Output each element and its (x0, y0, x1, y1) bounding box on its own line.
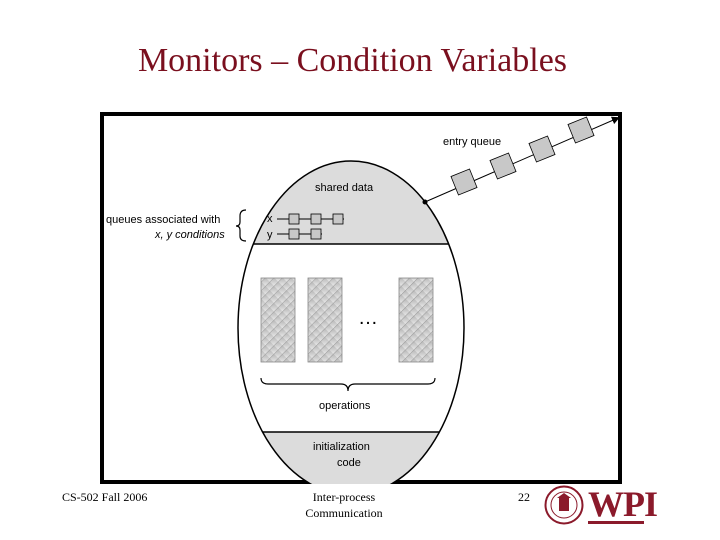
operations-ellipsis: … (358, 307, 378, 329)
footer-topic-line2: Communication (305, 506, 383, 520)
footer-topic-line1: Inter-process (312, 490, 376, 504)
wpi-logo-rule (588, 521, 644, 524)
queues-brace (235, 209, 247, 242)
queues-label-line1: queues associated with (106, 214, 220, 226)
operations-label: operations (319, 400, 371, 412)
monitor-diagram: … operations shared data initialization … (100, 112, 622, 484)
operations-brace (260, 377, 436, 392)
slide-title: Monitors – Condition Variables (137, 42, 568, 79)
entry-queue-label: entry queue (443, 136, 501, 148)
footer-topic: Inter-process Communication (284, 489, 404, 521)
entry-queue (422, 116, 620, 205)
wpi-logo-text: WPI (588, 484, 658, 524)
queues-label-line2: x, y conditions (154, 229, 225, 241)
operation-block-1 (260, 277, 296, 363)
operation-block-2 (307, 277, 343, 363)
operation-block-3 (398, 277, 434, 363)
wpi-seal-icon (544, 485, 584, 525)
queue-y-label: y (267, 229, 273, 241)
footer-course: CS-502 Fall 2006 (62, 490, 148, 504)
queue-x-label: x (267, 213, 273, 225)
init-label-line1: initialization (313, 441, 370, 453)
page-number: 22 (518, 490, 530, 504)
init-label-line2: code (337, 457, 361, 469)
condition-queue-x (277, 213, 344, 225)
shared-data-label: shared data (315, 182, 374, 194)
wpi-logo: WPI (544, 484, 658, 526)
condition-queue-y (277, 228, 322, 240)
